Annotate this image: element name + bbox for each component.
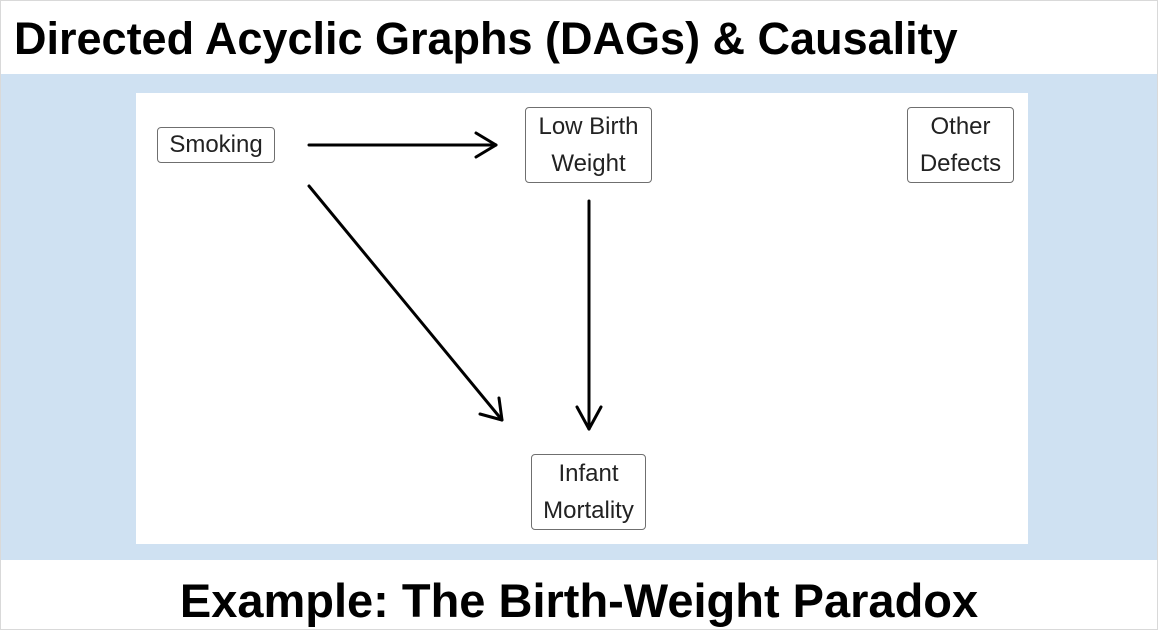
node-other-defects-label-line-1: Other: [930, 113, 991, 140]
node-other-defects: Other Defects: [907, 107, 1014, 183]
node-low-birth-weight-label-line-2: Weight: [551, 150, 626, 177]
arrowhead-smoking-to-infant-mortality: [478, 396, 504, 422]
edge-smoking-to-infant-mortality: [307, 184, 504, 422]
node-low-birth-weight-label-line-1: Low Birth: [538, 113, 639, 140]
node-smoking: Smoking: [157, 127, 275, 163]
dag-diagram: [307, 131, 603, 431]
dag-canvas: Smoking Low Birth Weight Other Defects I…: [136, 93, 1028, 544]
arrowhead-smoking-to-low-birth-weight: [474, 131, 498, 159]
arrowhead-low-birth-weight-to-infant-mortality: [575, 405, 603, 431]
node-infant-mortality-label-line-1: Infant: [558, 460, 619, 487]
node-other-defects-label-line-2: Defects: [919, 150, 1002, 177]
node-smoking-label: Smoking: [169, 131, 263, 158]
node-low-birth-weight: Low Birth Weight: [525, 107, 652, 183]
node-infant-mortality-label-line-2: Mortality: [543, 497, 634, 524]
node-infant-mortality: Infant Mortality: [531, 454, 646, 530]
slide-subtitle: Example: The Birth-Weight Paradox: [179, 574, 979, 627]
slide-title: Directed Acyclic Graphs (DAGs) & Causali…: [14, 13, 958, 64]
